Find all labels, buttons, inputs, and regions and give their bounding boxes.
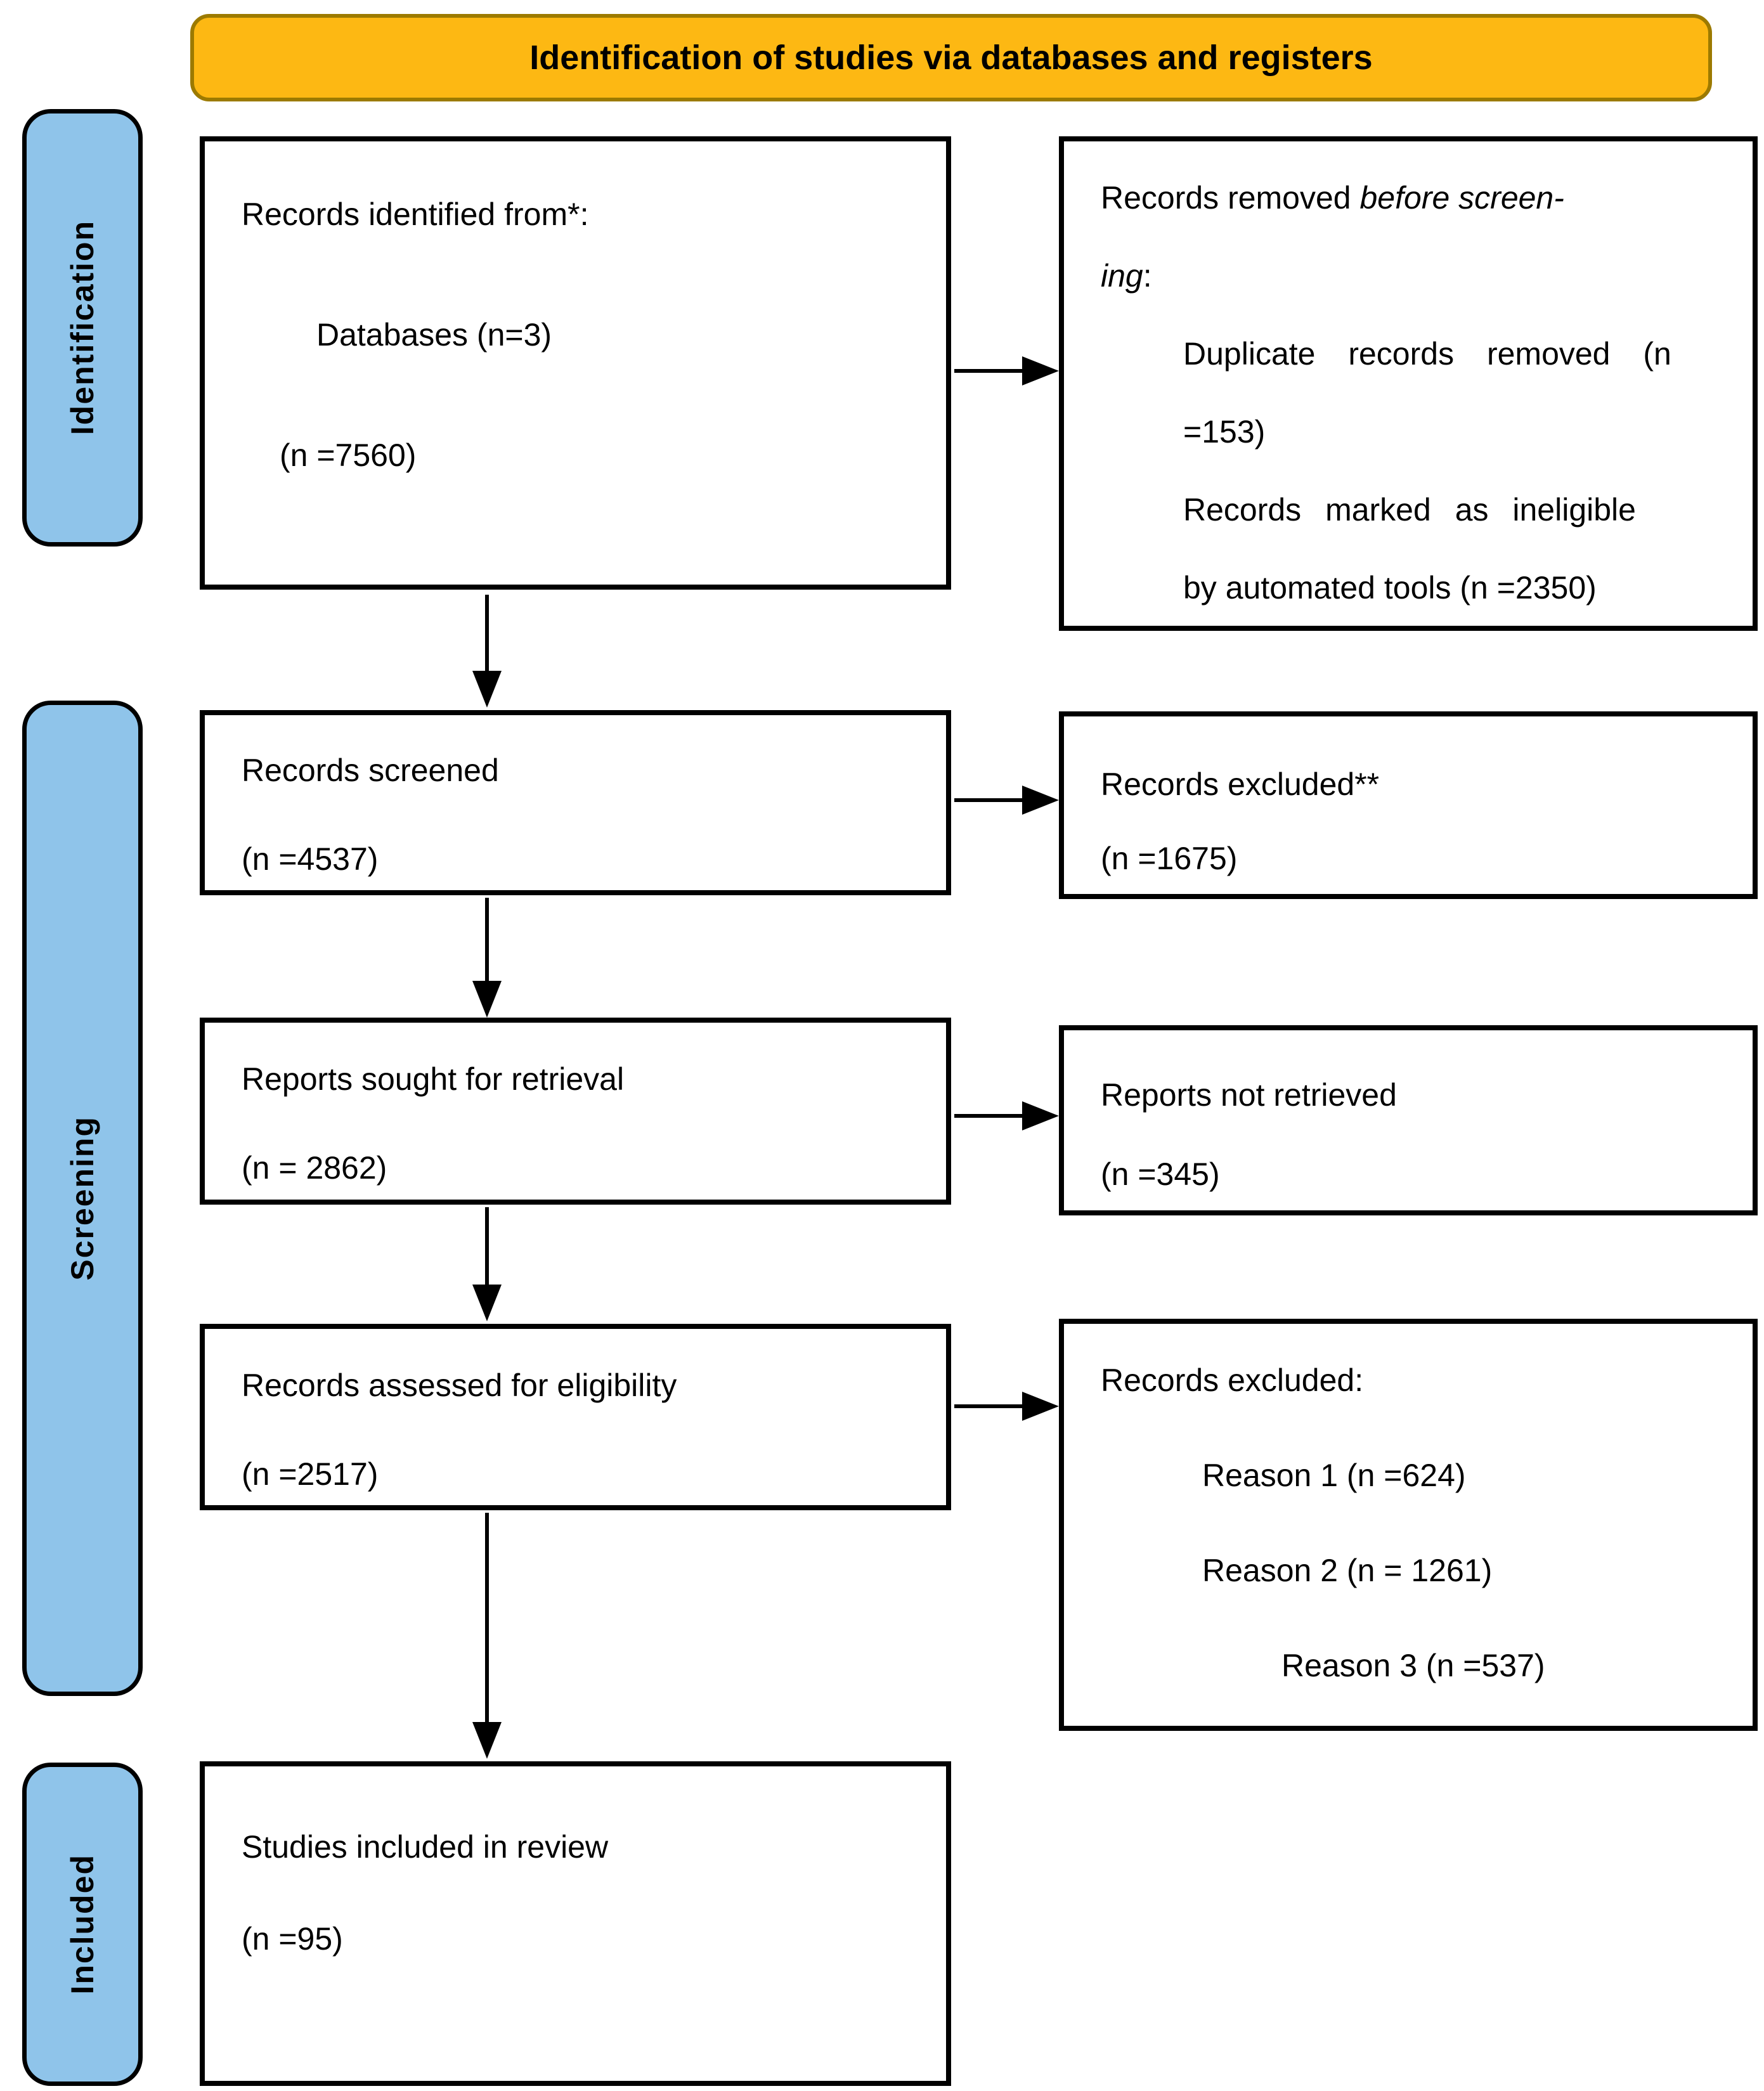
stage-screening-label: Screening [65,1116,100,1281]
right-arrow-screened-to-excluded-head [1022,786,1059,815]
records-screened-line2: (n =4537) [242,841,379,877]
right-arrow-identified-to-removed-head [1022,356,1059,385]
records-identified-line2: Databases (n=3) [316,317,552,353]
records-removed-lead-italic: before screen- [1359,180,1564,216]
banner: Identification of studies via databases … [190,14,1712,101]
records-removed-lead: Records removed [1101,180,1360,216]
stage-screening: Screening [22,701,143,1696]
studies-included-line2: (n =95) [242,1921,343,1957]
studies-included-line1: Studies included in review [242,1829,609,1865]
down-arrow-sought-to-assessed-head [472,1285,502,1321]
right-arrow-assessed-to-excluded-head [1022,1392,1059,1421]
records-excluded-line1: Records excluded** [1101,767,1380,802]
box-records-excluded-screening: Records excluded** (n =1675) [1059,711,1758,899]
right-arrow-sought-to-not-retrieved-head [1022,1101,1059,1130]
records-identified-line3: (n =7560) [280,437,417,473]
box-records-assessed: Records assessed for eligibility (n =251… [200,1324,951,1510]
ineligible-automated-line2: by automated tools (n =2350) [1183,570,1597,605]
duplicates-removed-line2: =153) [1183,414,1266,450]
records-excluded-line2: (n =1675) [1101,841,1238,876]
records-removed-line2: ing: [1101,259,1735,294]
box-studies-included: Studies included in review (n =95) [200,1761,951,2086]
box-records-screened: Records screened (n =4537) [200,710,951,895]
box-reports-not-retrieved: Reports not retrieved (n =345) [1059,1025,1758,1215]
down-arrow-assessed-to-included [485,1513,489,1722]
right-arrow-assessed-to-excluded [954,1404,1024,1408]
duplicates-removed-line1: Duplicate records removed (n [1183,336,1671,372]
down-arrow-assessed-to-included-head [472,1722,502,1759]
records-screened-line1: Records screened [242,753,499,788]
right-arrow-identified-to-removed [954,369,1024,373]
down-arrow-screened-to-sought-head [472,981,502,1018]
records-removed-line1: Records removed before screen- [1101,181,1735,216]
ineligible-automated-line1: Records marked as ineligible [1183,492,1636,528]
down-arrow-screened-to-sought [485,898,489,981]
records-removed-cont-italic: ing [1101,258,1143,294]
exclusion-reason-3: Reason 3 (n =537) [1281,1648,1545,1683]
box-reports-sought: Reports sought for retrieval (n = 2862) [200,1018,951,1205]
down-arrow-identified-to-screened [485,595,489,672]
stage-identification: Identification [22,109,143,547]
down-arrow-identified-to-screened-head [472,671,502,708]
exclusion-reason-1: Reason 1 (n =624) [1202,1458,1466,1493]
right-arrow-sought-to-not-retrieved [954,1114,1024,1118]
reports-not-retrieved-line2: (n =345) [1101,1156,1220,1192]
records-assessed-line1: Records assessed for eligibility [242,1368,677,1403]
down-arrow-sought-to-assessed [485,1207,489,1285]
reports-sought-line2: (n = 2862) [242,1150,387,1186]
banner-title: Identification of studies via databases … [529,39,1373,77]
box-records-identified: Records identified from*: Databases (n=3… [200,136,951,590]
box-records-removed-before-screening: Records removed before screen- ing: Dupl… [1059,136,1758,631]
reports-sought-line1: Reports sought for retrieval [242,1061,625,1097]
records-identified-line1: Records identified from*: [242,197,589,232]
records-assessed-line2: (n =2517) [242,1456,379,1492]
records-removed-cont-tail: : [1143,258,1152,294]
reports-not-retrieved-line1: Reports not retrieved [1101,1077,1397,1113]
stage-included-label: Included [65,1854,100,1995]
records-excluded-eligibility-title: Records excluded: [1101,1363,1364,1398]
stage-included: Included [22,1763,143,2086]
stage-identification-label: Identification [65,220,100,436]
exclusion-reason-2: Reason 2 (n = 1261) [1202,1553,1493,1588]
box-records-excluded-eligibility: Records excluded: Reason 1 (n =624) Reas… [1059,1319,1758,1731]
right-arrow-screened-to-excluded [954,798,1024,802]
